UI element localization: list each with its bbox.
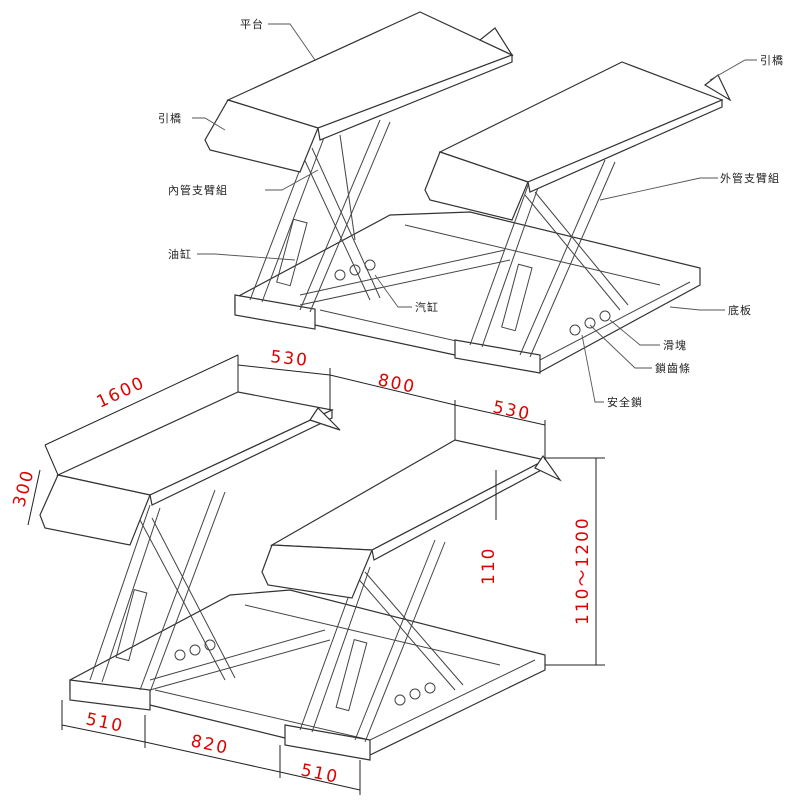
bottom-left-rear-ramp (309, 407, 341, 431)
label-platform: 平台 (240, 17, 264, 31)
top-left-scissor-arms (249, 119, 511, 313)
label-ramp-right: 引橋 (760, 53, 784, 67)
top-right-ramp (424, 151, 529, 221)
dim-gap-bottom: 820 (189, 731, 231, 759)
part-labels: 平台 引橋 內管支臂組 油缸 汽缸 引橋 外管支臂組 底板 滑塊 鎖齒條 安全鎖 (158, 17, 784, 409)
dim-lift-range: 110～1200 (573, 516, 593, 625)
top-right-scissor-arms (469, 159, 629, 358)
leader-lines (192, 23, 757, 403)
bottom-left-ramp (39, 474, 151, 546)
top-right-rear-ramp (703, 74, 732, 102)
dim-base-width-right: 510 (299, 760, 341, 788)
bottom-right-ramp (261, 544, 373, 599)
dim-platform-width-right: 530 (491, 397, 533, 425)
label-inner-arm: 內管支臂組 (168, 183, 228, 197)
bottom-right-rear-ramp (534, 454, 562, 482)
bottom-right-base-plate (284, 724, 371, 761)
label-oil-cylinder: 油缸 (168, 247, 192, 261)
bottom-left-base-plate (69, 679, 151, 711)
top-left-ramp (204, 99, 319, 173)
label-base-plate: 底板 (728, 303, 752, 317)
top-right-base-plate (454, 339, 541, 374)
dim-platform-width-left: 530 (269, 347, 309, 371)
label-air-cylinder: 汽缸 (415, 300, 439, 314)
dimension-lines (27, 354, 605, 795)
bottom-right-scissor-arms (299, 539, 464, 743)
top-lift-drawing (204, 11, 732, 374)
dim-platform-height: 110 (479, 547, 499, 585)
label-lock-rack: 鎖齒條 (655, 361, 691, 375)
label-outer-arm: 外管支臂組 (720, 171, 780, 185)
dim-gap-top: 800 (376, 370, 418, 398)
label-ramp-left: 引橋 (158, 111, 182, 125)
top-left-base-plate (234, 294, 316, 330)
bottom-left-scissor-arms (89, 489, 331, 693)
dim-ramp-length: 300 (10, 467, 39, 509)
dim-length: 1600 (94, 373, 149, 413)
dim-base-width-left: 510 (84, 709, 126, 737)
top-left-rear-ramp (478, 27, 514, 57)
label-safety-lock: 安全鎖 (607, 395, 643, 409)
label-slider: 滑塊 (663, 339, 687, 352)
